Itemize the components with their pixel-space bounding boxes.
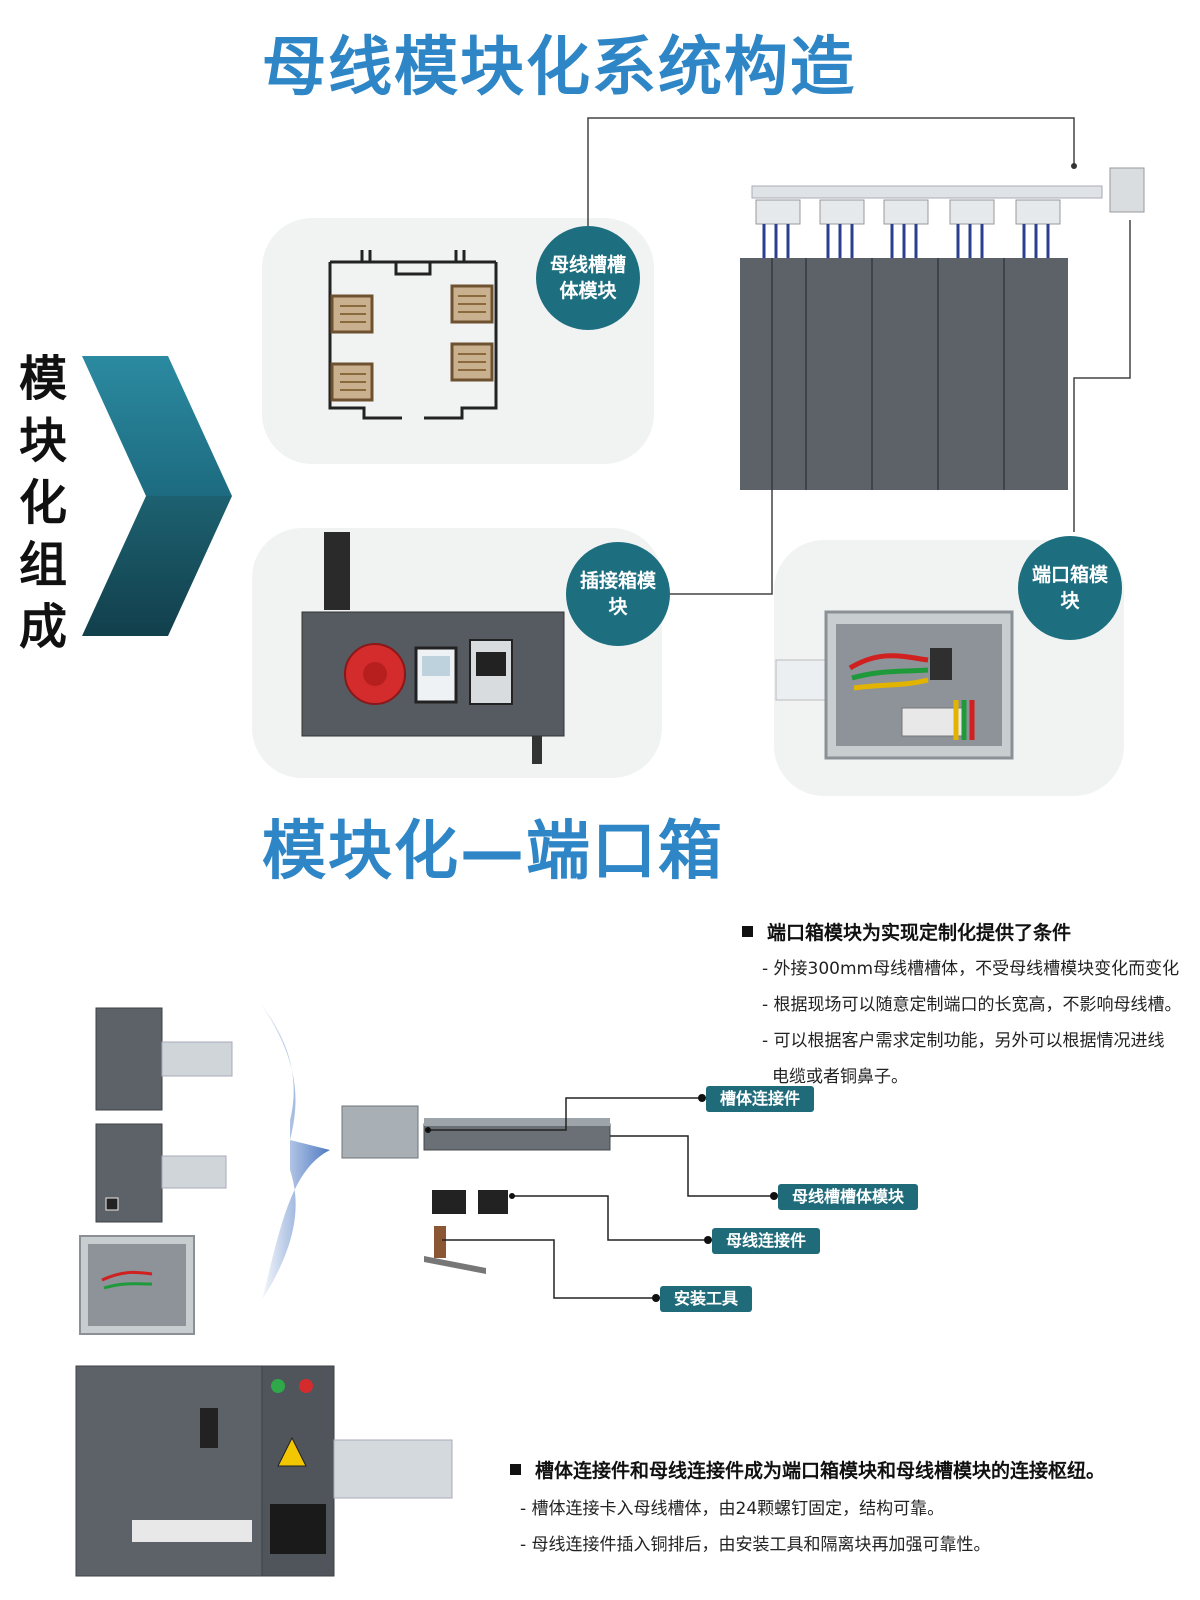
callout-install-tool: 安装工具 [660, 1286, 753, 1312]
plugin-box-illustration [301, 532, 565, 764]
page-title: 母线模块化系统构造 [262, 31, 856, 105]
port-box-line-3: - 可以根据客户需求定制功能，另外可以根据情况进线 [762, 1031, 1165, 1051]
blue-arrow [258, 1000, 330, 1300]
busway-exploded [341, 1105, 611, 1274]
port-box-line-1: - 外接300mm母线槽槽体，不受母线槽模块变化而变化 [762, 959, 1180, 979]
cabinet-row [740, 167, 1145, 490]
callout-lines [428, 1097, 774, 1299]
bullet-square-icon [510, 1464, 521, 1475]
chevron-arrow-top [82, 356, 232, 496]
side-label-modular-composition: 模块化组成 [18, 351, 67, 655]
port-box-heading: 端口箱模块为实现定制化提供了条件 [742, 918, 1071, 945]
chevron-arrow-bottom [82, 496, 232, 636]
busbar-cross-section [328, 250, 498, 420]
port-box-variants [75, 1007, 453, 1577]
connection-line-2: - 母线连接件插入铜排后，由安装工具和隔离块再加强可靠性。 [520, 1535, 991, 1555]
callout-trunk-body-module: 母线槽槽体模块 [778, 1184, 919, 1210]
callout-trunk-connector: 槽体连接件 [706, 1086, 815, 1112]
port-box-line-2: - 根据现场可以随意定制端口的长宽高，不影响母线槽。 [762, 995, 1182, 1015]
bubble-plugin-box: 插接箱模块 [566, 542, 670, 646]
section-title-port-box: 模块化—端口箱 [262, 815, 724, 889]
connection-heading: 槽体连接件和母线连接件成为端口箱模块和母线槽模块的连接枢纽。 [510, 1456, 1105, 1483]
port-box-illustration [775, 610, 1014, 760]
bubble-port-box: 端口箱模块 [1018, 536, 1122, 640]
bubble-trunk-module: 母线槽槽体模块 [536, 226, 640, 330]
connector-lines-top [587, 117, 1131, 595]
connection-line-1: - 槽体连接卡入母线槽体，由24颗螺钉固定，结构可靠。 [520, 1499, 945, 1519]
callout-busbar-connector: 母线连接件 [712, 1228, 821, 1254]
port-box-line-4: 电缆或者铜鼻子。 [772, 1067, 908, 1087]
bullet-square-icon [742, 926, 753, 937]
